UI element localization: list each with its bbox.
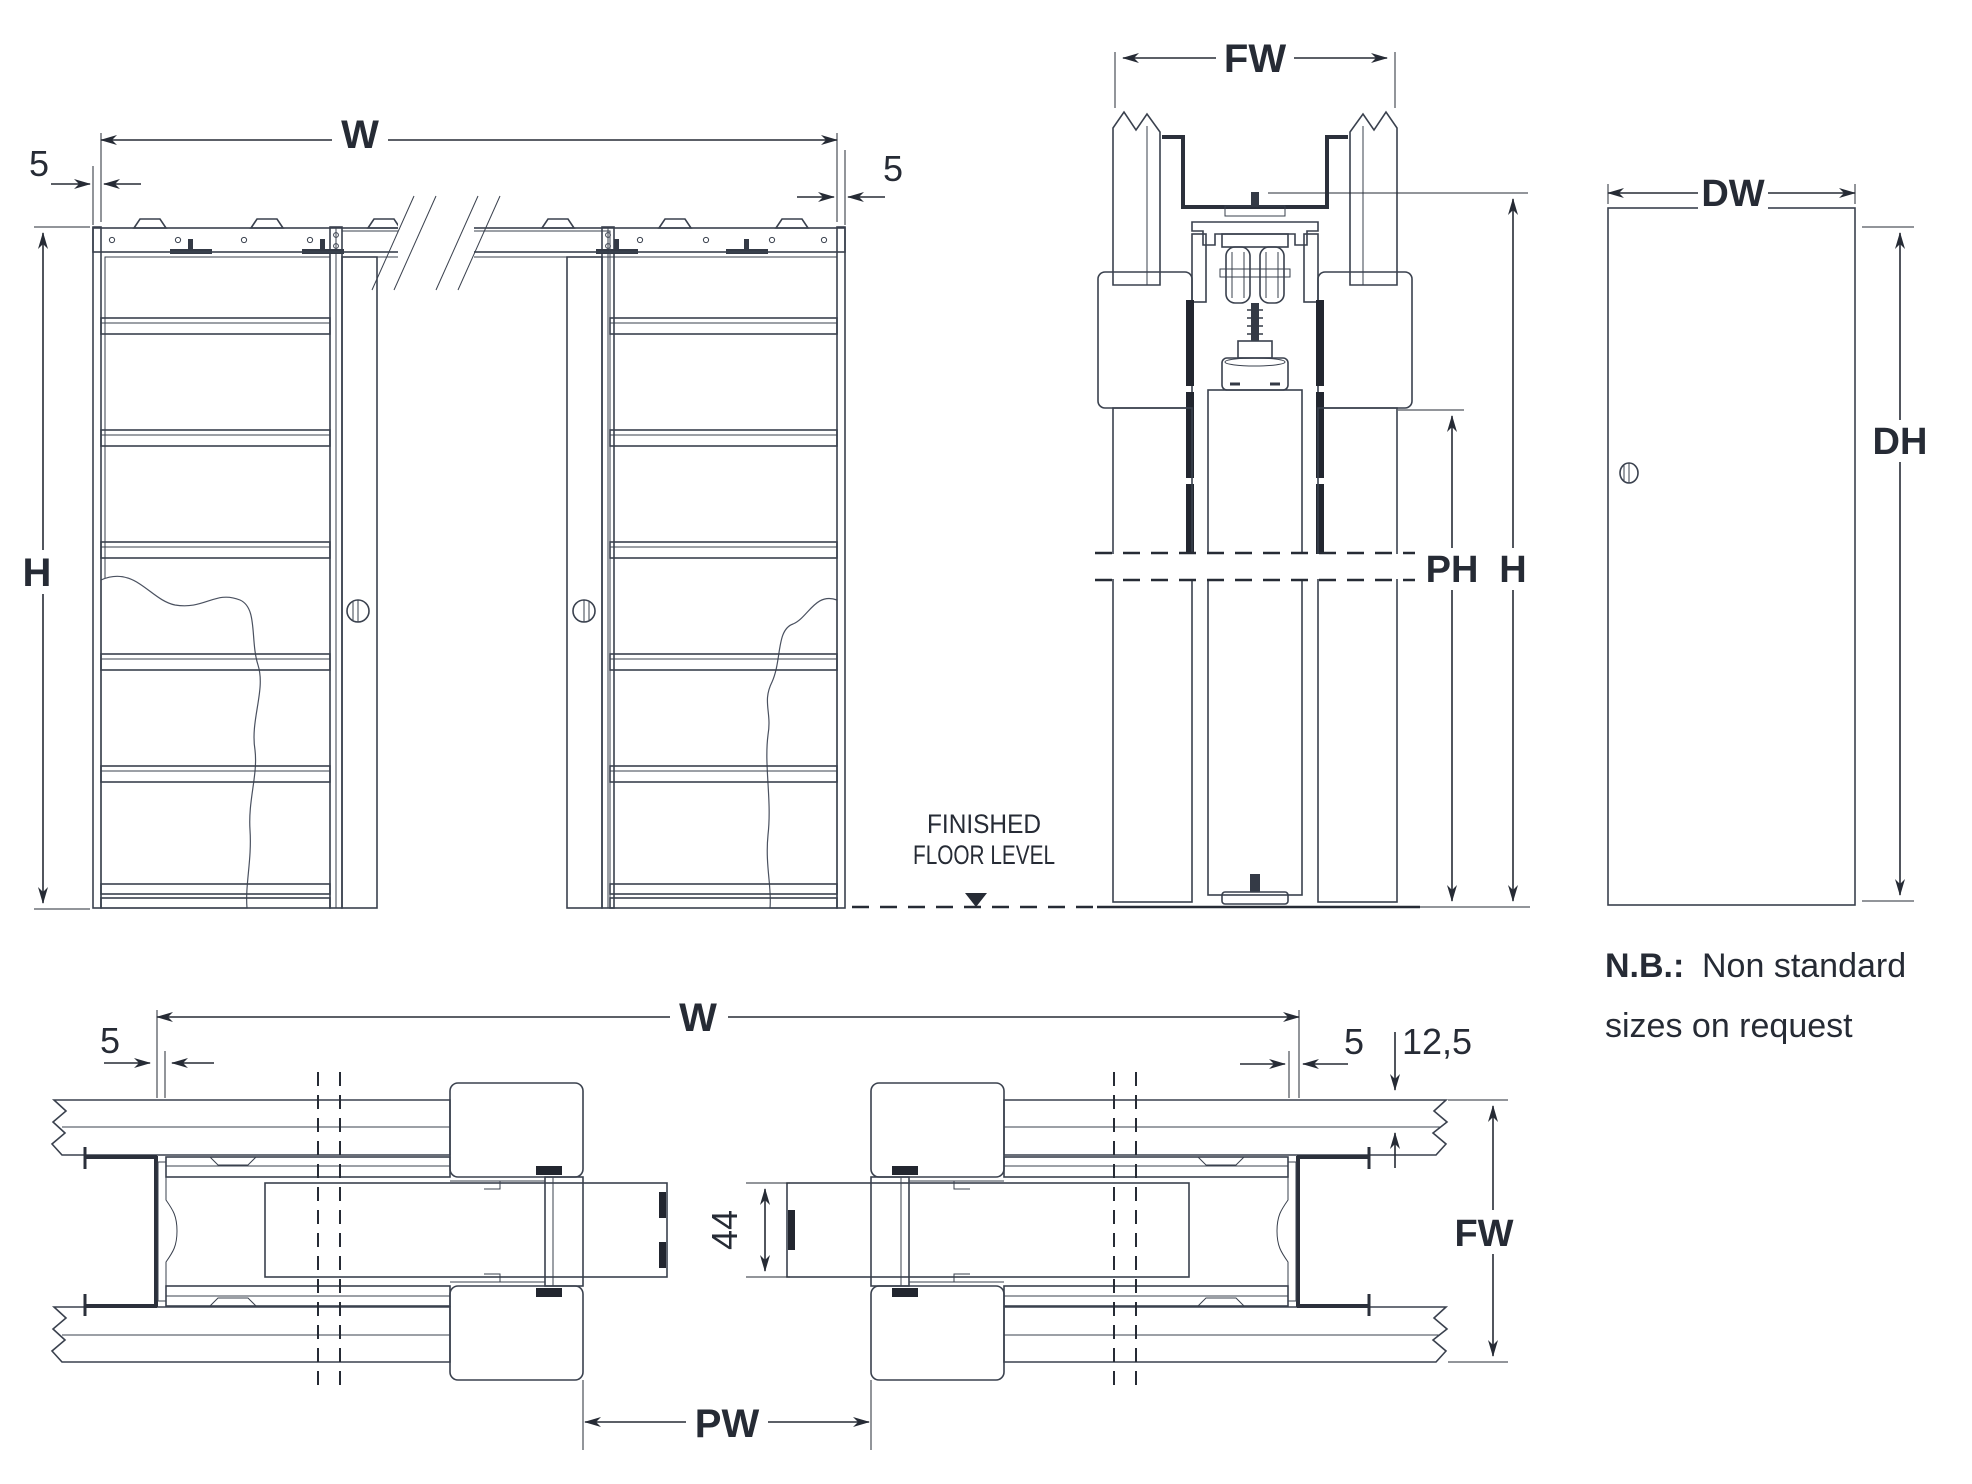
w-label-bg [332,112,388,154]
door-panel-handle [1619,462,1639,484]
track-screws [108,232,828,249]
right-door-leaf [566,256,603,909]
floor-level-marker [965,893,987,907]
plan-pocket-end-left [83,1147,178,1316]
elevation-w-label: W [341,113,379,157]
end-bumper-right [1276,1161,1297,1302]
section-break [1095,551,1415,582]
elevation-dimensions: W 5 5 H [16,112,903,910]
h-label-bg [16,550,58,594]
section-h-label: H [1499,549,1526,591]
plan-jamb-right [870,1082,1005,1381]
head-timber-left [1097,271,1193,409]
section-wall-right [1349,110,1398,286]
plan-view: W 5 5 12,5 44 FW [50,994,1516,1450]
plan-pw-label: PW [695,1402,760,1446]
elevation-offset-right-label: 5 [883,148,903,189]
plan-w-label: W [679,996,717,1040]
plan-door-right [786,1182,1190,1278]
head-timber-right [1317,271,1413,409]
jamb-profiles [1186,300,1324,566]
note: N.B.: Non standard sizes on request [1605,947,1906,1045]
left-door-leaf [341,256,378,909]
note-line1: Non standard [1702,947,1906,985]
edge-pull [659,1242,666,1268]
floor-label-line1: FINISHED [927,809,1041,839]
plan-board-thickness-label: 12,5 [1402,1021,1472,1062]
end-bumper-left [157,1161,178,1302]
door-panel-view: DW DH [1607,170,1932,906]
plan-offset-right-label: 5 [1344,1021,1364,1062]
vertical-section: FINISHED FLOOR LEVEL FW PH H [852,34,1534,909]
section-wall-left [1112,110,1161,286]
plan-dimensions: W 5 5 12,5 44 FW [100,994,1516,1450]
elevation-h-label: H [23,551,52,595]
jamb-timber-right [1317,407,1398,903]
track-carriage-assembly [1191,192,1319,391]
right-door-flush-handle [572,599,596,623]
ceiling-channel [1162,135,1348,209]
dw-label: DW [1701,173,1764,215]
edge-pull [788,1210,795,1250]
floor-guide-pin [1250,874,1260,892]
plan-pocket-end-right [1276,1147,1371,1316]
elevation-offset-left-label: 5 [29,143,49,184]
section-door-slab [1207,389,1303,896]
top-track [92,195,846,291]
plan-door-thickness-label: 44 [704,1210,745,1250]
track-connector-plate [341,230,611,258]
plan-jamb-left [449,1082,584,1381]
door-panel-dimensions: DW DH [1607,170,1932,902]
track-break-symbol [371,195,501,291]
left-door-flush-handle [346,599,370,623]
finished-floor-level: FINISHED FLOOR LEVEL [852,809,1097,909]
jamb-timber-left [1112,407,1193,903]
left-cutaway-tear [100,575,261,909]
plan-door-left [264,1182,668,1278]
left-outer-stile [92,226,102,909]
note-prefix: N.B.: [1605,947,1684,985]
right-cutaway-tear [766,597,838,909]
plan-fw-label: FW [1454,1213,1513,1255]
plan-wall-bottom-right [1003,1306,1449,1363]
right-outer-stile [836,226,846,909]
roller-right [1259,246,1285,304]
dh-label: DH [1873,421,1928,463]
plan-wall-top-right [1003,1099,1449,1156]
plan-break-lines [317,1072,1137,1392]
edge-pull [659,1192,666,1218]
door-panel [1607,207,1856,906]
section-ph-label: PH [1426,549,1479,591]
front-elevation: W 5 5 H [16,112,903,910]
floor-label-line2: FLOOR LEVEL [913,840,1055,870]
section-dimensions: FW PH H [1114,34,1534,902]
section-fw-label: FW [1224,37,1286,81]
plan-offset-left-label: 5 [100,1020,120,1061]
roller-left [1225,246,1251,304]
floor-and-guide [1097,874,1530,909]
hanger-bolt [1251,303,1259,341]
note-line2: sizes on request [1605,1007,1853,1045]
